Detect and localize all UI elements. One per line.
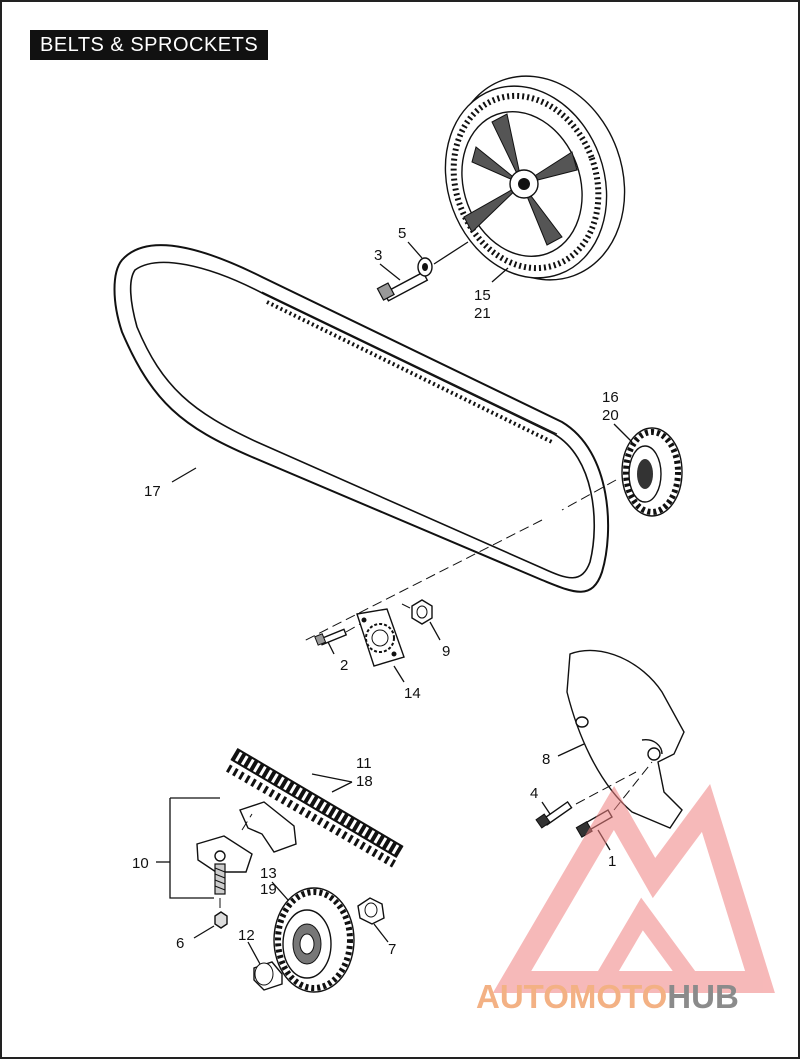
primary-chain: [225, 747, 404, 868]
callout-8: 8: [542, 751, 550, 768]
watermark-logo: [492, 784, 775, 993]
callout-6: 6: [176, 935, 184, 952]
callout-3: 3: [374, 247, 382, 264]
watermark-text: AUTOMOTOHUB: [476, 978, 739, 1015]
callout-18: 18: [356, 773, 373, 790]
callout-2: 2: [340, 657, 348, 674]
callout-16: 16: [602, 389, 619, 406]
callout-15: 15: [474, 287, 491, 304]
sprocket-spacer: [253, 961, 283, 991]
cover-screw: [535, 800, 573, 829]
lock-screw: [314, 628, 348, 646]
callout-9: 9: [442, 643, 450, 660]
lock-plate: [356, 608, 405, 667]
callout-7: 7: [388, 941, 396, 958]
callout-21: 21: [474, 305, 491, 322]
rear-pulley: [444, 75, 626, 281]
engine-sprocket: [273, 887, 355, 993]
callout-12: 12: [238, 927, 255, 944]
callout-1: 1: [608, 853, 616, 870]
callout-4: 4: [530, 785, 538, 802]
page-title: BELTS & SPROCKETS: [30, 30, 269, 60]
chain-tensioner: [196, 801, 297, 895]
tensioner-nut: [214, 911, 228, 929]
drive-belt: [113, 244, 610, 593]
engine-sprocket-nut: [357, 897, 385, 925]
transmission-sprocket: [621, 427, 683, 517]
callout-17: 17: [144, 483, 161, 500]
pulley-bolt: [376, 271, 429, 302]
callout-19: 19: [260, 881, 277, 898]
pulley-washer: [417, 257, 433, 277]
callout-11: 11: [356, 755, 372, 772]
callout-5: 5: [398, 225, 406, 242]
sprocket-cover: [566, 649, 685, 829]
callout-14: 14: [404, 685, 421, 702]
callout-10: 10: [132, 855, 149, 872]
callout-13: 13: [260, 865, 277, 882]
sprocket-nut: [411, 599, 433, 625]
callout-20: 20: [602, 407, 619, 424]
